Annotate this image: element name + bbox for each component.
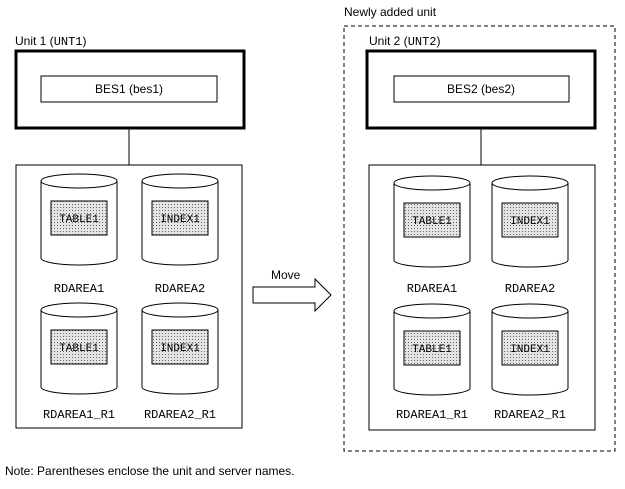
rdarea-name: RDAREA2_R1 bbox=[144, 408, 216, 422]
table-box bbox=[50, 329, 108, 365]
rdarea-name: RDAREA2 bbox=[155, 282, 205, 296]
table-box bbox=[403, 202, 461, 238]
unit1-server-label: BES1 (bes1) bbox=[95, 82, 163, 96]
table-box bbox=[501, 330, 559, 366]
unit2-label: Unit 2 (UNT2) bbox=[369, 34, 441, 49]
table-box bbox=[151, 329, 209, 365]
cylinder-top bbox=[141, 173, 219, 189]
table-box bbox=[50, 200, 108, 236]
move-label: Move bbox=[271, 268, 301, 282]
cylinder-top bbox=[393, 303, 471, 319]
table-label: INDEX1 bbox=[160, 214, 200, 226]
table-box bbox=[403, 330, 461, 366]
footnote: Note: Parentheses enclose the unit and s… bbox=[5, 464, 295, 478]
table-box bbox=[151, 200, 209, 236]
rdarea-name: RDAREA2_R1 bbox=[494, 408, 566, 422]
unit2-server-box bbox=[393, 75, 570, 103]
cylinder-top bbox=[491, 303, 569, 319]
cylinder-top bbox=[40, 302, 118, 318]
table-label: TABLE1 bbox=[59, 343, 99, 355]
move-arrow bbox=[252, 277, 332, 313]
table-label: INDEX1 bbox=[160, 343, 200, 355]
cylinder-top bbox=[40, 173, 118, 189]
unit1-rdarea-container bbox=[15, 164, 243, 429]
unit1-server-box bbox=[40, 75, 218, 103]
rdarea-name: RDAREA1 bbox=[54, 282, 104, 296]
table-label: INDEX1 bbox=[510, 344, 550, 356]
table-label: TABLE1 bbox=[412, 216, 452, 228]
unit1-box bbox=[14, 49, 246, 130]
new-unit-caption: Newly added unit bbox=[344, 5, 437, 19]
rdarea-name: RDAREA1_R1 bbox=[43, 408, 115, 422]
rdarea-name: RDAREA1 bbox=[407, 282, 457, 296]
cylinder-top bbox=[491, 175, 569, 191]
unit2-rdarea-group: TABLE1RDAREA1INDEX1RDAREA2TABLE1RDAREA1_… bbox=[393, 175, 569, 422]
new-unit-dashed-box bbox=[343, 25, 616, 452]
unit2-rdarea-container bbox=[368, 164, 596, 431]
table-label: TABLE1 bbox=[59, 214, 99, 226]
rdarea-name: RDAREA1_R1 bbox=[396, 408, 468, 422]
table-label: TABLE1 bbox=[412, 344, 452, 356]
cylinder-top bbox=[141, 302, 219, 318]
unit1-label: Unit 1 (UNT1) bbox=[15, 34, 87, 49]
unit2-server-label: BES2 (bes2) bbox=[447, 82, 515, 96]
rdarea-name: RDAREA2 bbox=[505, 282, 555, 296]
unit1-rdarea-group: TABLE1RDAREA1INDEX1RDAREA2TABLE1RDAREA1_… bbox=[40, 173, 219, 422]
table-label: INDEX1 bbox=[510, 216, 550, 228]
table-box bbox=[501, 202, 559, 238]
cylinder-top bbox=[393, 175, 471, 191]
